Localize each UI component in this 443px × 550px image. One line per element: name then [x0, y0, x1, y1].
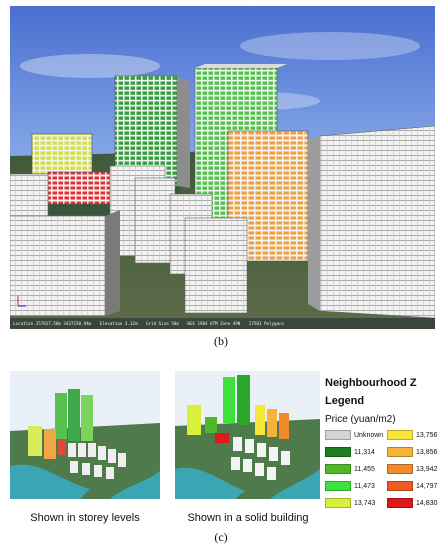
legend-label: 13,856 [416, 449, 438, 456]
legend-label: 14,830 [416, 500, 438, 507]
legend-item: 14,797 [387, 481, 437, 492]
legend-swatch [325, 498, 351, 508]
legend-item: 13,856 [387, 447, 437, 458]
status-projection: WGS 1984 UTM Zone 49N [187, 321, 241, 326]
legend-label: 11,455 [354, 466, 375, 473]
3d-scene-viewport[interactable]: Location 357817.50m 3437150.94m Elevatio… [10, 6, 435, 329]
caption-c: (c) [214, 530, 228, 544]
status-bar: Location 357817.50m 3437150.94m Elevatio… [10, 318, 435, 329]
legend-field-label: Price (yuan/m2) [325, 414, 396, 425]
status-location: Location 357817.50m 3437150.94m [13, 321, 92, 326]
legend-label: Unknown [354, 432, 384, 439]
legend-item: 11,314 [325, 447, 375, 458]
legend-label: 13,942 [416, 466, 438, 473]
legend-item: 11,473 [325, 481, 375, 492]
status-grid-size: Grid Size 50m [146, 321, 179, 326]
legend-neighbourhood-title: Neighbourhood Z [325, 377, 417, 389]
legend-swatch [325, 430, 351, 440]
legend-label: 13,756 [416, 432, 438, 439]
thumbnail-storey-levels[interactable] [10, 371, 160, 499]
legend-swatch [387, 498, 413, 508]
legend-swatch [325, 447, 351, 457]
price-legend: Neighbourhood Z Legend Price (yuan/m2) U… [325, 377, 440, 533]
caption-solid-building: Shown in a solid building [187, 512, 309, 524]
legend-label: 14,797 [416, 483, 438, 490]
legend-swatch [325, 481, 351, 491]
legend-swatch [387, 430, 413, 440]
solid-building-scene [175, 371, 320, 499]
legend-swatch [387, 464, 413, 474]
storey-levels-scene [10, 371, 160, 499]
legend-item: 11,455 [325, 464, 375, 475]
caption-b: (b) [214, 334, 228, 348]
legend-heading: Legend [325, 395, 365, 407]
legend-item: 14,830 [387, 498, 437, 509]
legend-item: Unknown [325, 430, 383, 441]
legend-item: 13,743 [325, 498, 375, 509]
legend-label: 13,743 [354, 500, 376, 507]
status-elevation: Elevation 3.32m [99, 321, 138, 326]
caption-storey-levels: Shown in storey levels [30, 512, 140, 524]
legend-swatch [387, 481, 413, 491]
legend-label: 11,473 [354, 483, 375, 490]
legend-item: 13,756 [387, 430, 437, 441]
legend-label: 11,314 [354, 449, 375, 456]
legend-item: 13,942 [387, 464, 437, 475]
status-polygons: 27503 Polygons [248, 321, 285, 326]
legend-swatch [325, 464, 351, 474]
city-3d-scene [10, 6, 435, 329]
legend-swatch [387, 447, 413, 457]
thumbnail-solid-building[interactable] [175, 371, 320, 499]
